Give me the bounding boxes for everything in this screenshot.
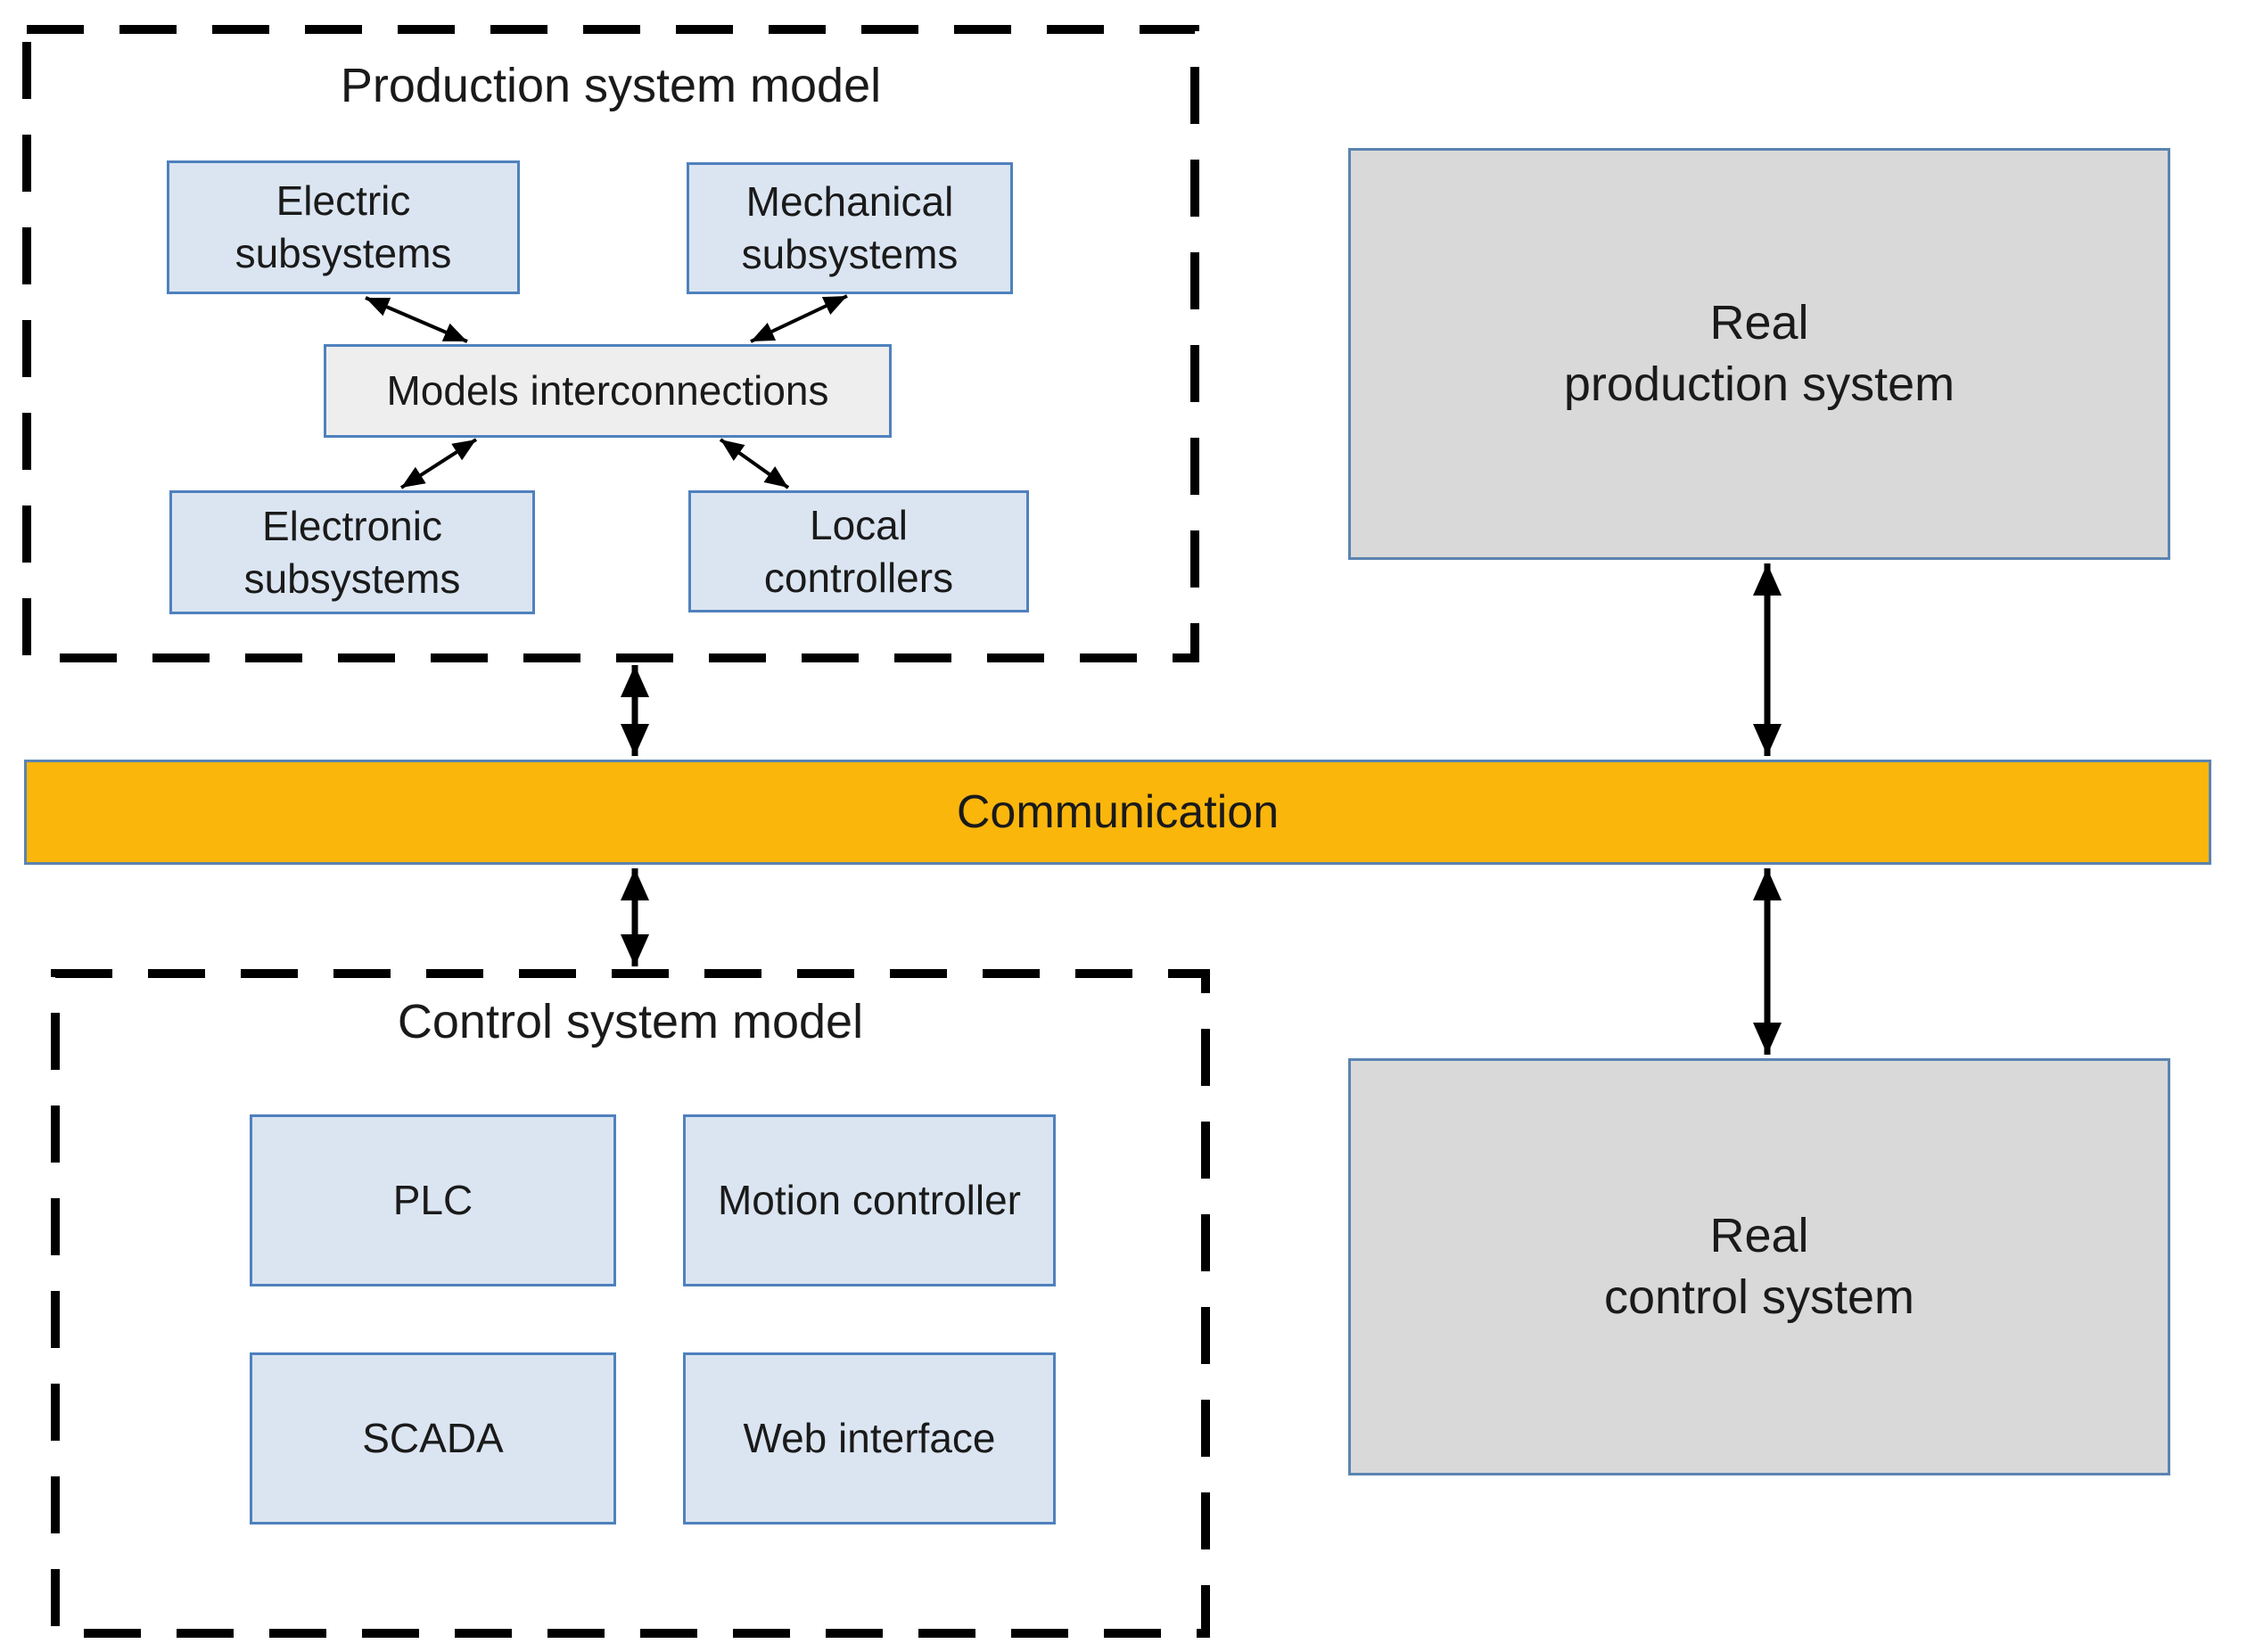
arrow-interconnections-to-electronic (399, 438, 478, 489)
box-mechanical-subsystems: Mechanical subsystems (687, 162, 1013, 294)
box-web-interface: Web interface (683, 1352, 1056, 1525)
box-motion-controller: Motion controller (683, 1114, 1056, 1286)
production-model-title: Production system model (340, 59, 882, 112)
arrow-electric-to-interconnections (365, 296, 468, 343)
box-electric-subsystems: Electric subsystems (167, 160, 520, 294)
box-models-interconnections: Models interconnections (324, 344, 892, 438)
control-model-dashed-outline (51, 969, 1210, 1638)
box-real-production-system: Real production system (1348, 148, 2170, 560)
box-local-controllers: Local controllers (688, 490, 1029, 612)
box-scada: SCADA (250, 1352, 616, 1525)
production-model-dashed-outline (22, 25, 1199, 662)
box-plc: PLC (250, 1114, 616, 1286)
box-real-control-system: Real control system (1348, 1058, 2170, 1475)
communication-bus: Communication (24, 760, 2211, 865)
box-electronic-subsystems: Electronic subsystems (169, 490, 535, 614)
arrow-mechanical-to-interconnections (750, 294, 848, 343)
control-model-title: Control system model (397, 995, 864, 1048)
arrow-interconnections-to-local-controllers (719, 438, 790, 489)
